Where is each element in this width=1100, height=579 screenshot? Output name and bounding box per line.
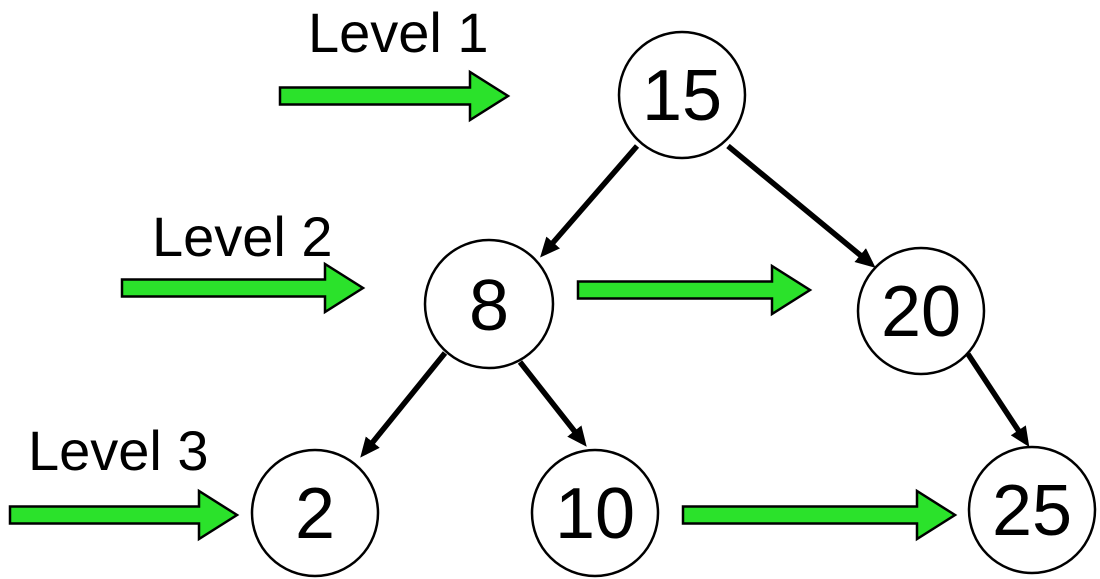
tree-node-8: 8	[423, 238, 555, 370]
level-3-label: Level 3	[28, 419, 209, 482]
tree-nodes: 15 8 20 2 10 25	[250, 30, 1097, 578]
edge-20-to-25	[965, 352, 1030, 448]
node-20-circle	[856, 246, 986, 376]
level-3-arrow-icon	[8, 488, 240, 542]
node-10-circle	[530, 448, 660, 578]
node-25-circle	[967, 445, 1097, 575]
level-1-label: Level 1	[308, 1, 489, 64]
tree-edges	[360, 143, 1030, 458]
level-2-arrow-icon	[120, 261, 366, 315]
node-20-value: 20	[881, 272, 961, 352]
tree-node-20: 20	[856, 246, 986, 376]
tree-node-15: 15	[617, 30, 747, 160]
node-15-circle	[617, 30, 747, 160]
node-10-value: 10	[555, 474, 635, 554]
edge-15-to-8	[540, 144, 640, 258]
level-labels: Level 1 Level 2 Level 3	[28, 1, 489, 482]
node-25-value: 25	[992, 471, 1072, 551]
traversal-arrow-10-to-25-icon	[681, 488, 958, 542]
node-8-value: 8	[469, 266, 509, 346]
tree-node-25: 25	[967, 445, 1097, 575]
edge-8-to-2	[360, 351, 448, 458]
node-15-value: 15	[642, 56, 722, 136]
level-1-arrow-icon	[278, 69, 511, 123]
level-arrows	[8, 69, 958, 542]
edge-8-to-10	[517, 360, 587, 447]
node-2-circle	[250, 448, 380, 578]
level-2-label: Level 2	[152, 205, 333, 268]
tree-node-10: 10	[530, 448, 660, 578]
tree-node-2: 2	[250, 448, 380, 578]
node-2-value: 2	[295, 474, 335, 554]
edge-15-to-20	[726, 143, 876, 268]
traversal-arrow-8-to-20-icon	[576, 263, 813, 317]
node-8-circle	[423, 238, 555, 370]
